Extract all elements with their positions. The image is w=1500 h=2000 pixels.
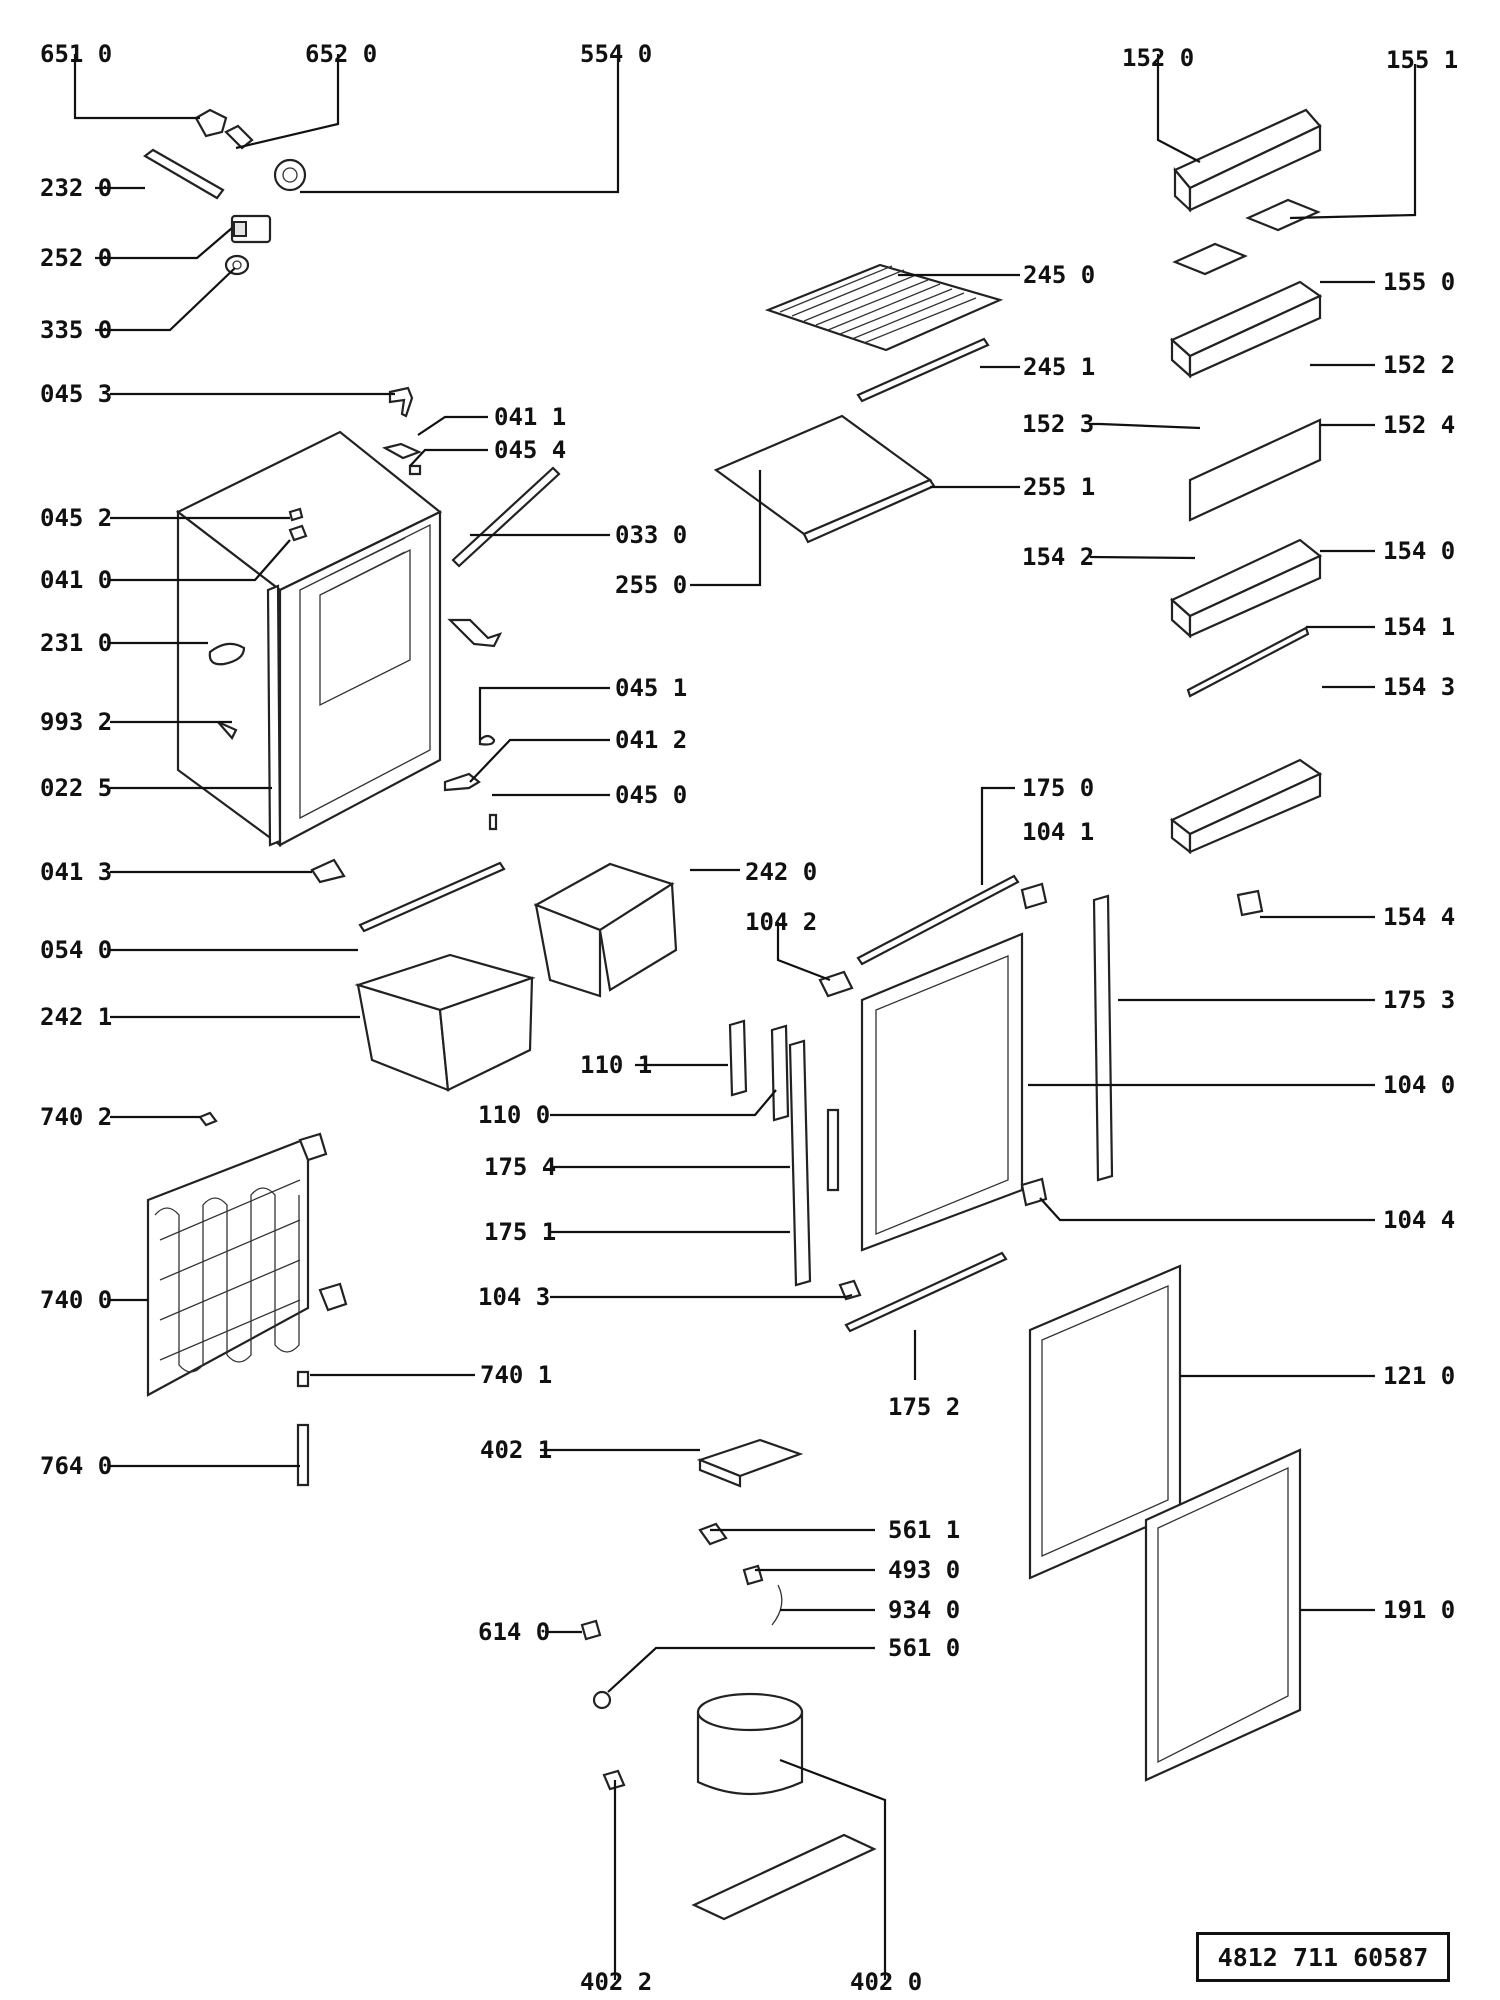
part-label: 175 1 (484, 1218, 556, 1246)
part-label: 045 4 (494, 436, 566, 464)
part-label: 402 0 (850, 1968, 922, 1996)
part-label: 041 2 (615, 726, 687, 754)
part-label: 154 2 (1022, 543, 1094, 571)
part-label: 561 0 (888, 1634, 960, 1662)
part-label: 255 1 (1023, 473, 1095, 501)
part-label: 104 3 (478, 1283, 550, 1311)
document-number: 4812 711 60587 (1196, 1932, 1450, 1982)
part-label: 245 1 (1023, 353, 1095, 381)
part-label: 104 1 (1022, 818, 1094, 846)
part-label: 152 2 (1383, 351, 1455, 379)
part-label: 045 0 (615, 781, 687, 809)
part-label: 104 0 (1383, 1071, 1455, 1099)
part-label: 175 2 (888, 1393, 960, 1421)
part-label: 245 0 (1023, 261, 1095, 289)
part-label: 175 3 (1383, 986, 1455, 1014)
part-label: 255 0 (615, 571, 687, 599)
part-label: 054 0 (40, 936, 112, 964)
part-label: 022 5 (40, 774, 112, 802)
part-label: 041 0 (40, 566, 112, 594)
part-label: 110 0 (478, 1101, 550, 1129)
part-label: 152 4 (1383, 411, 1455, 439)
part-label: 740 1 (480, 1361, 552, 1389)
part-label: 252 0 (40, 244, 112, 272)
part-label: 740 0 (40, 1286, 112, 1314)
part-label: 231 0 (40, 629, 112, 657)
part-label: 154 3 (1383, 673, 1455, 701)
part-label: 152 0 (1122, 44, 1194, 72)
part-label: 652 0 (305, 40, 377, 68)
part-label: 191 0 (1383, 1596, 1455, 1624)
part-label: 155 0 (1383, 268, 1455, 296)
part-label: 402 1 (480, 1436, 552, 1464)
part-label: 651 0 (40, 40, 112, 68)
part-label: 154 1 (1383, 613, 1455, 641)
part-label: 242 0 (745, 858, 817, 886)
part-label: 104 2 (745, 908, 817, 936)
part-label: 045 3 (40, 380, 112, 408)
part-label: 242 1 (40, 1003, 112, 1031)
part-label: 041 1 (494, 403, 566, 431)
part-label: 045 2 (40, 504, 112, 532)
part-label: 033 0 (615, 521, 687, 549)
part-label: 764 0 (40, 1452, 112, 1480)
part-drawings (143, 108, 1323, 1921)
part-label: 045 1 (615, 674, 687, 702)
part-label: 104 4 (1383, 1206, 1455, 1234)
part-label: 561 1 (888, 1516, 960, 1544)
part-label: 554 0 (580, 40, 652, 68)
part-label: 152 3 (1022, 410, 1094, 438)
part-label: 155 1 (1386, 46, 1458, 74)
part-label: 175 4 (484, 1153, 556, 1181)
part-label: 335 0 (40, 316, 112, 344)
part-label: 402 2 (580, 1968, 652, 1996)
part-label: 493 0 (888, 1556, 960, 1584)
part-label: 614 0 (478, 1618, 550, 1646)
part-label: 740 2 (40, 1103, 112, 1131)
part-label: 175 0 (1022, 774, 1094, 802)
part-label: 041 3 (40, 858, 112, 886)
part-label: 993 2 (40, 708, 112, 736)
leader-lines (73, 54, 1417, 1980)
part-label: 154 0 (1383, 537, 1455, 565)
part-label: 934 0 (888, 1596, 960, 1624)
part-label: 154 4 (1383, 903, 1455, 931)
part-labels: 651 0 652 0 554 0 152 0 155 1 232 0 252 … (40, 40, 1458, 1996)
part-label: 232 0 (40, 174, 112, 202)
part-label: 110 1 (580, 1051, 652, 1079)
part-label: 121 0 (1383, 1362, 1455, 1390)
